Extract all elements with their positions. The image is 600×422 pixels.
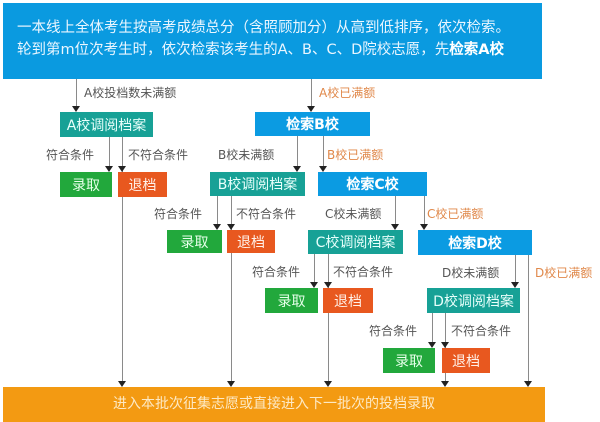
connector-c-not-full	[395, 196, 396, 224]
label-d-not-qualified: 不符合条件	[451, 324, 512, 338]
label-b-qualified: 符合条件	[154, 207, 203, 221]
label-d-full: D校已满额	[535, 266, 593, 280]
review-c-node: C校调阅档案	[308, 230, 403, 254]
connector-b-not-full	[297, 136, 298, 166]
arrow-down-icon	[391, 224, 399, 230]
arrow-down-icon	[324, 381, 332, 387]
connector-c-qualified	[314, 254, 315, 282]
arrow-down-icon	[72, 106, 80, 112]
next-batch-footer: 进入本批次征集志愿或直接进入下一批次的投档录取	[3, 387, 545, 422]
connector-a-not-full	[76, 79, 77, 106]
admit-b-node: 录取	[167, 230, 222, 253]
banner-line-1: 一本线上全体考生按高考成绩总分（含照顾加分）从高到低排序，依次检索。	[17, 20, 510, 36]
label-c-qualified: 符合条件	[252, 265, 301, 279]
arrow-down-icon	[118, 381, 126, 387]
label-b-full: B校已满额	[327, 148, 384, 162]
connector-a-full	[311, 79, 312, 106]
arrow-down-icon	[105, 166, 113, 172]
review-d-node: D校调阅档案	[427, 288, 520, 313]
connector-b-not-qualified	[231, 196, 232, 381]
label-a-full: A校已满额	[319, 86, 376, 100]
arrow-down-icon	[428, 342, 436, 348]
connector-b-full	[323, 136, 324, 166]
arrow-down-icon	[307, 106, 315, 112]
arrow-down-icon	[441, 342, 449, 348]
arrow-down-icon	[213, 224, 221, 230]
arrow-down-icon	[441, 381, 449, 387]
reject-d-node: 退档	[442, 348, 490, 373]
reject-c-node: 退档	[323, 288, 373, 313]
reject-b-node: 退档	[227, 230, 275, 253]
label-b-not-full: B校未满额	[218, 148, 275, 162]
arrow-down-icon	[293, 166, 301, 172]
banner-line-2: 轮到第m位次考生时，依次检索该考生的A、B、C、D院校志愿，先检索A校	[17, 42, 505, 58]
connector-d-not-full	[515, 255, 516, 282]
arrow-down-icon	[511, 282, 519, 288]
label-c-not-qualified: 不符合条件	[333, 265, 394, 279]
arrow-down-icon	[420, 224, 428, 230]
admit-c-node: 录取	[265, 288, 318, 313]
label-c-full: C校已满额	[427, 207, 484, 221]
connector-d-full	[528, 255, 529, 381]
label-a-not-full: A校投档数未满额	[84, 86, 177, 100]
connector-d-qualified	[432, 313, 433, 342]
arrow-down-icon	[324, 282, 332, 288]
search-d-node: 检索D校	[418, 230, 532, 255]
arrow-down-icon	[319, 166, 327, 172]
connector-c-not-qualified	[328, 254, 329, 381]
search-c-node: 检索C校	[318, 172, 427, 196]
intro-banner: 一本线上全体考生按高考成绩总分（含照顾加分）从高到低排序，依次检索。 轮到第m位…	[3, 3, 542, 79]
admit-d-node: 录取	[383, 348, 435, 373]
connector-c-full	[424, 196, 425, 224]
search-b-node: 检索B校	[255, 112, 370, 136]
reject-a-node: 退档	[118, 172, 167, 197]
arrow-down-icon	[524, 381, 532, 387]
arrow-down-icon	[227, 224, 235, 230]
label-b-not-qualified: 不符合条件	[236, 207, 297, 221]
connector-a-qualified	[109, 137, 110, 166]
label-d-qualified: 符合条件	[369, 324, 418, 338]
review-b-node: B校调阅档案	[210, 172, 305, 196]
review-a-node: A校调阅档案	[60, 112, 153, 137]
label-a-qualified: 符合条件	[46, 148, 95, 162]
connector-a-not-qualified	[122, 137, 123, 381]
admit-a-node: 录取	[60, 172, 112, 197]
arrow-down-icon	[310, 282, 318, 288]
search-a-emphasis: 检索A校	[449, 42, 505, 58]
connector-b-qualified	[217, 196, 218, 224]
label-a-not-qualified: 不符合条件	[128, 148, 189, 162]
arrow-down-icon	[227, 381, 235, 387]
label-d-not-full: D校未满额	[442, 266, 500, 280]
arrow-down-icon	[118, 166, 126, 172]
label-c-not-full: C校未满额	[325, 207, 382, 221]
